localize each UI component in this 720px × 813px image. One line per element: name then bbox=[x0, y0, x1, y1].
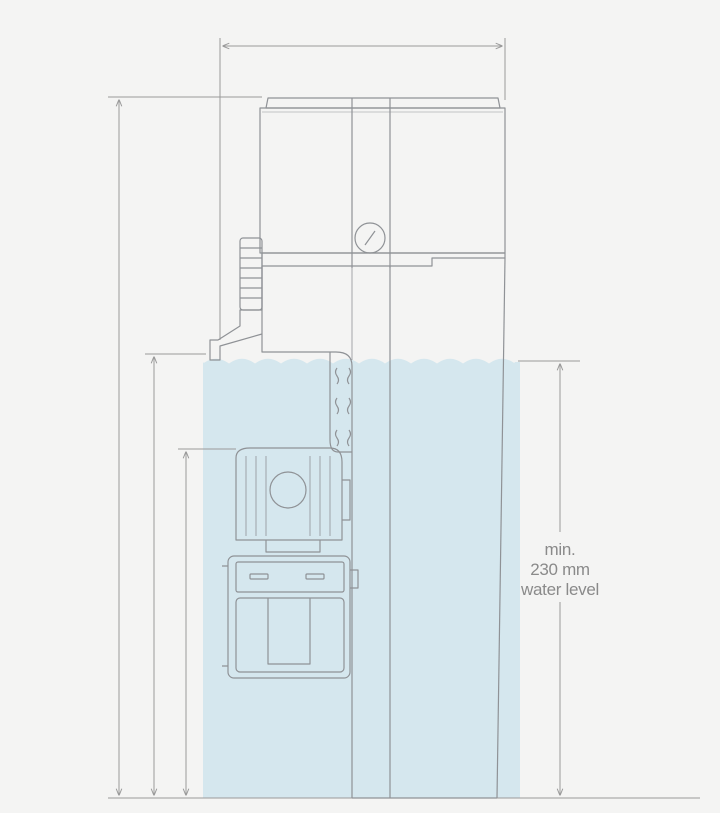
skimmer-lid bbox=[265, 97, 501, 109]
dimension-lines bbox=[108, 38, 700, 799]
pump-motor bbox=[235, 447, 343, 541]
adjustment-thumbwheel bbox=[239, 237, 263, 311]
hang-on-hook bbox=[209, 266, 263, 361]
water-level-label-value: 230 mm bbox=[530, 560, 590, 579]
pump-housing bbox=[227, 555, 351, 679]
collection-cup bbox=[259, 107, 506, 254]
mounting-bracket bbox=[329, 352, 352, 453]
pump-impeller-cap bbox=[269, 471, 307, 509]
skimmer-outline bbox=[209, 97, 506, 799]
water-surface-wave bbox=[202, 356, 516, 364]
water-level-label: min. 230 mm water level bbox=[505, 540, 615, 600]
water-level-label-min: min. bbox=[544, 540, 576, 559]
water-area bbox=[203, 357, 520, 798]
water-level-label-text: water level bbox=[521, 580, 599, 599]
